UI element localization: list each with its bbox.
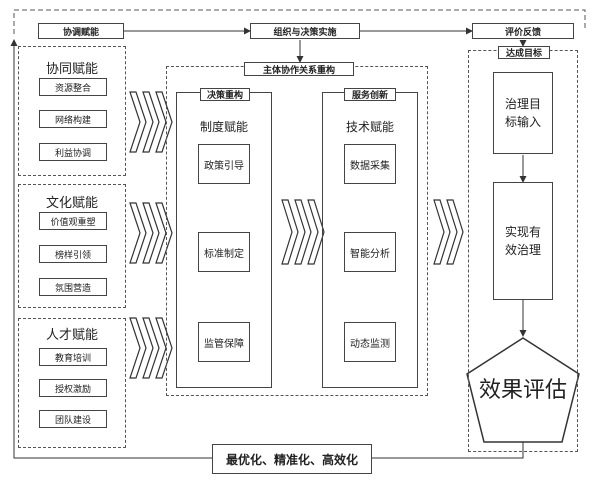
left-group-1-item-1: 资源整合 [39, 78, 107, 96]
left-group-1-item-3: 利益协调 [39, 143, 107, 161]
center-left-title: 制度赋能 [199, 120, 248, 134]
data-collection-box: 数据采集 [344, 144, 396, 184]
left-group-2-item-2: 榜样引领 [39, 245, 107, 263]
smart-analysis-box: 智能分析 [344, 232, 396, 272]
effective-governance-box: 实现有效治理 [493, 182, 553, 300]
chevrons-right [433, 199, 464, 265]
dynamic-monitoring-box: 动态监测 [344, 322, 396, 362]
center-right-header: 服务创新 [344, 88, 396, 101]
bottom-label-box: 最优化、精准化、高效化 [212, 444, 372, 474]
center-title: 主体协作关系重构 [244, 62, 354, 76]
chevrons-center [281, 199, 325, 265]
left-group-1-title: 协同赋能 [45, 62, 98, 77]
left-group-2-title: 文化赋能 [45, 196, 98, 211]
top-dashed-loop [13, 9, 586, 34]
bottom-feedback-loop [372, 440, 524, 459]
center-right-title: 技术赋能 [345, 120, 394, 134]
left-group-3 [18, 318, 126, 448]
left-group-3-item-3: 团队建设 [39, 410, 107, 428]
left-group-3-title: 人才赋能 [45, 328, 98, 343]
goal-input-box: 治理目标输入 [493, 72, 553, 154]
top-box-coordinate: 协调赋能 [38, 23, 124, 39]
supervision-box: 监管保障 [198, 322, 250, 362]
left-group-1-item-2: 网络构建 [39, 110, 107, 128]
pentagon-shape [466, 337, 580, 443]
center-left-header: 决策重构 [200, 88, 250, 101]
pentagon-label: 效果评估 [478, 378, 567, 403]
top-box-organize: 组织与决策实施 [250, 23, 360, 39]
bottom-feedback-return [10, 39, 212, 459]
left-group-1 [18, 46, 126, 176]
left-group-2 [18, 184, 126, 308]
left-group-2-item-3: 氛围营造 [39, 278, 107, 296]
top-box-evaluate: 评价反馈 [472, 23, 574, 39]
policy-guidance-box: 政策引导 [198, 144, 250, 184]
left-group-3-item-1: 教育培训 [39, 348, 107, 366]
left-group-2-item-1: 价值观重塑 [39, 212, 107, 230]
left-group-3-item-2: 授权激励 [39, 379, 107, 397]
right-header: 达成目标 [498, 46, 550, 59]
standard-setting-box: 标准制定 [198, 232, 250, 272]
